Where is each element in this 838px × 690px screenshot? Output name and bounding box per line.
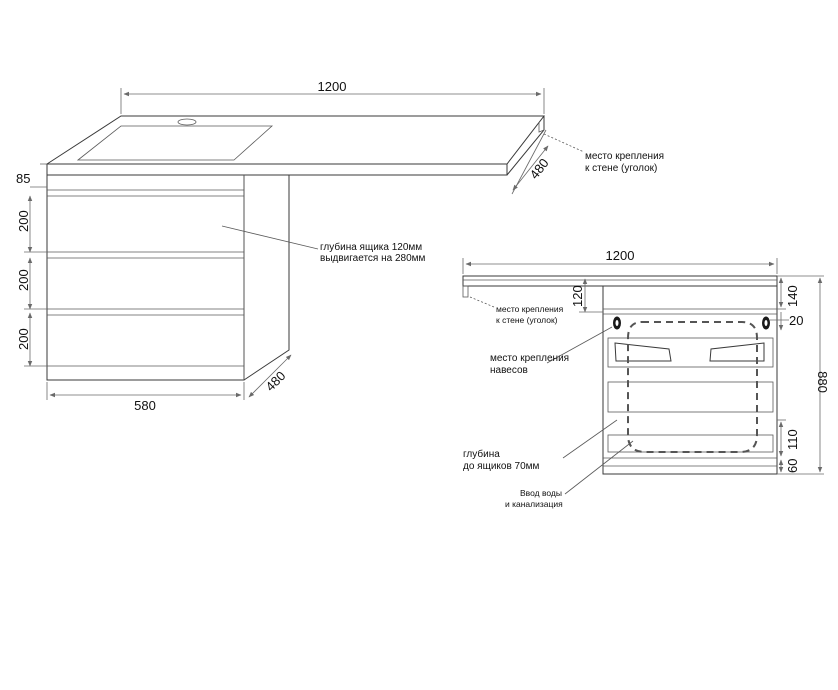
wall-bracket-right (462, 285, 469, 298)
note-inlet-2: и канализация (505, 499, 563, 509)
faucet-hole (177, 118, 197, 126)
dim-countertop: 85 (16, 171, 30, 186)
note-wall-mount-right-1: место крепления (496, 304, 564, 314)
dim-depth-bottom: 480 (263, 368, 289, 394)
dim-20: 20 (789, 313, 803, 328)
countertop-top-surface (45, 115, 546, 165)
note-hinge-1: место крепления (490, 353, 569, 364)
note-hinge-2: навесов (490, 365, 528, 376)
note-drawer-1: глубина ящика 120мм (320, 241, 422, 253)
dim-140: 140 (785, 285, 800, 307)
cabinet-side (243, 174, 290, 381)
dim-60: 60 (785, 459, 800, 473)
dim-110: 110 (785, 429, 800, 450)
note-wall-mount-right-2: к стене (уголок) (496, 315, 558, 325)
dim-width-top: 1200 (318, 79, 347, 94)
note-wall-mount-2: к стене (уголок) (585, 163, 657, 174)
cabinet-front (46, 174, 245, 381)
dim-120: 120 (570, 285, 585, 307)
dim-width-bottom: 580 (134, 398, 156, 413)
drawer-1-handle-right (709, 342, 765, 362)
note-depth-1: глубина (463, 448, 500, 460)
dim-drawer-1: 200 (16, 210, 31, 232)
countertop-front-face (46, 163, 508, 176)
note-depth-2: до ящиков 70мм (463, 461, 540, 472)
wall-bracket (538, 122, 545, 133)
siphon-outline (627, 321, 758, 453)
dim-drawer-3: 200 (16, 328, 31, 350)
note-drawer-2: выдвигается на 280мм (320, 253, 426, 264)
note-inlet-1: Ввод воды (520, 488, 562, 498)
note-wall-mount-1: место крепления (585, 151, 664, 162)
sink-recess (76, 125, 274, 161)
dim-880: 880 (815, 371, 830, 393)
dim-width-right: 1200 (606, 248, 635, 263)
drawer-1-handle-left (614, 342, 672, 362)
right-front-view: 1200 120 140 20 880 110 60 место креплен… (462, 248, 830, 509)
countertop-front (462, 275, 778, 287)
cabinet-body (602, 285, 778, 475)
dim-drawer-2: 200 (16, 269, 31, 291)
